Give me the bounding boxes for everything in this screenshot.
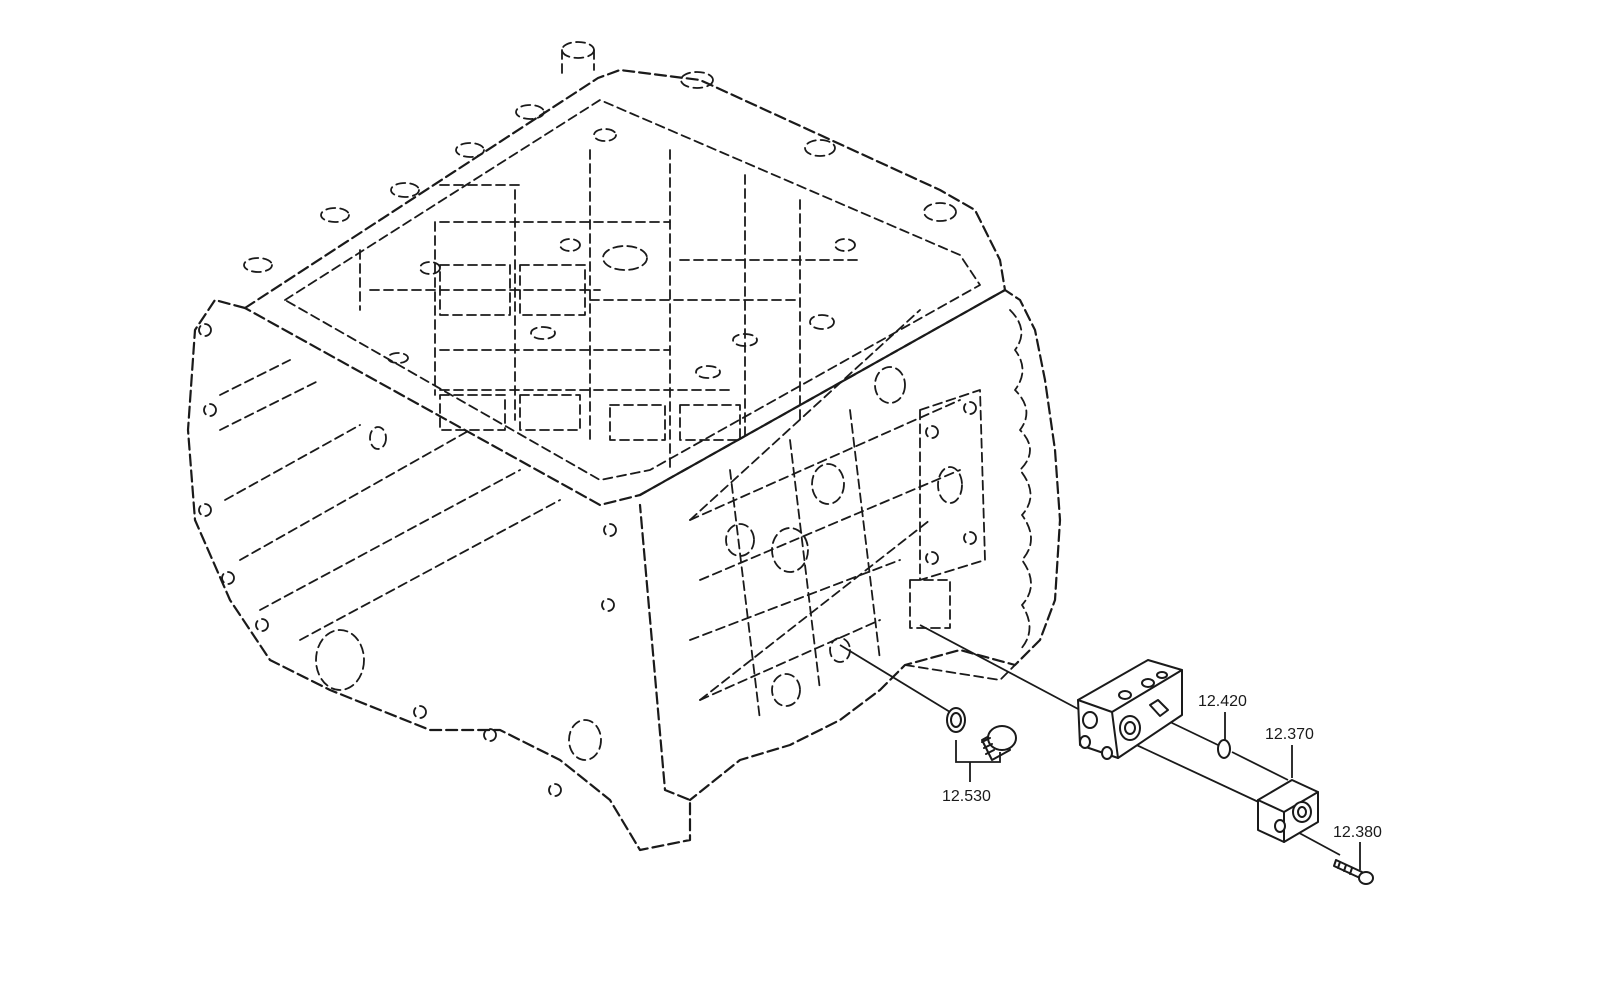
- callout-12530: 12.530: [942, 788, 991, 805]
- housing-front-face: [638, 288, 1062, 802]
- housing-front-details: [689, 309, 1032, 721]
- callout-leaders: [955, 712, 1361, 870]
- housing-top-inner: [284, 99, 981, 481]
- housing-top-ribs: [359, 149, 861, 471]
- screw-plug: [981, 725, 1017, 761]
- screw-plug-assembly: [946, 707, 1017, 761]
- housing-front-lower: [904, 664, 1016, 681]
- callout-12370: 12.370: [1265, 726, 1314, 743]
- hex-bolt: [1333, 859, 1374, 885]
- callout-12420: 12.420: [1198, 693, 1247, 710]
- o-ring: [1217, 739, 1231, 759]
- adapter-block: [1257, 779, 1319, 843]
- housing-left-face: [186, 298, 692, 852]
- housing-top-face: [243, 68, 1007, 507]
- housing-bosses: [243, 41, 957, 379]
- transmission-housing: [186, 41, 1062, 852]
- housing-left-details: [198, 323, 617, 797]
- valve-block: [1077, 659, 1183, 760]
- sealing-ring: [946, 707, 966, 733]
- callout-12380: 12.380: [1333, 824, 1382, 841]
- assembly-lines: [839, 624, 1341, 856]
